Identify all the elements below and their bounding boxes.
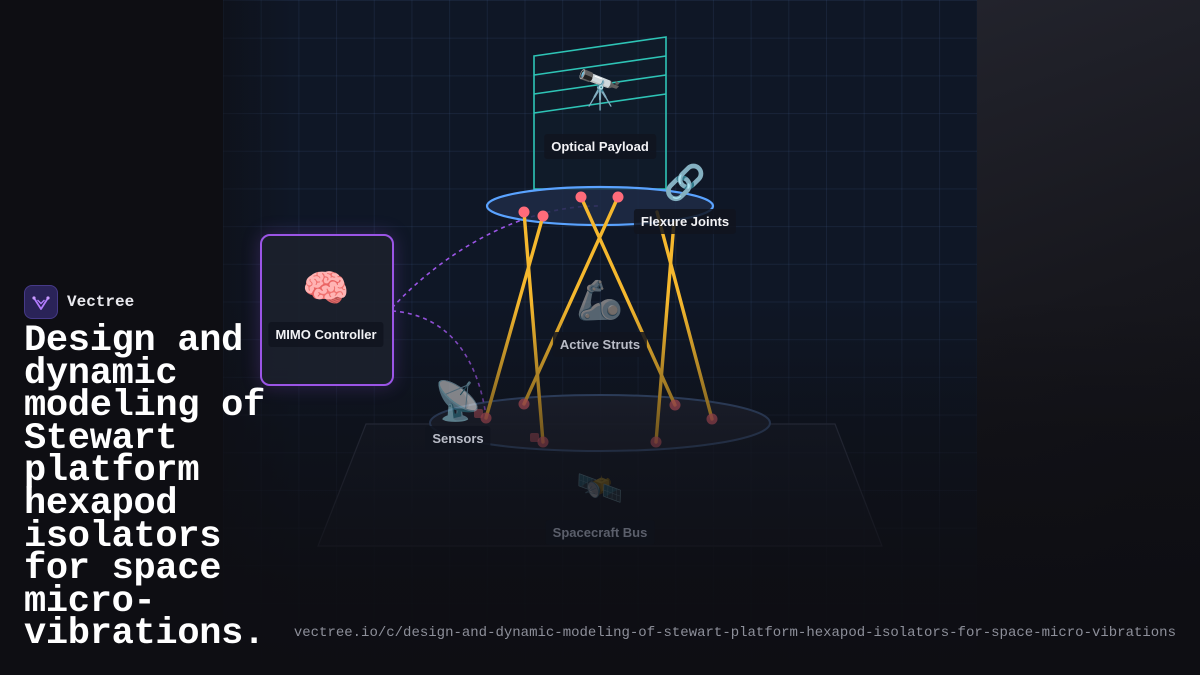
link-icon: 🔗 [663,164,707,202]
strut-2 [484,214,545,420]
active-struts-label: Active Struts [552,332,648,357]
flexure-joints-label: Flexure Joints [633,209,737,234]
mimo-controller-label: MIMO Controller [268,322,384,347]
spacecraft-bus-label: Spacecraft Bus [545,520,655,545]
brand-name: Vectree [67,293,135,311]
mechanical-arm-icon: 🦾 [576,280,624,322]
telescope-icon: 🔭 [576,70,624,112]
source-url[interactable]: vectree.io/c/design-and-dynamic-modeling… [293,625,1176,641]
brain-icon: 🧠 [302,268,350,310]
sensors-label: Sensors [425,426,491,451]
satellite-icon: 🛰️ [576,468,624,510]
mimo-controller-box [260,234,394,386]
optical-payload-label: Optical Payload [544,134,656,159]
page-title: Design and dynamic modeling of Stewart p… [24,320,265,656]
brand: Vectree [24,285,134,319]
vectree-logo-icon [24,285,58,319]
satellite-dish-icon: 📡 [434,381,482,423]
optical-payload-frame [533,36,667,190]
